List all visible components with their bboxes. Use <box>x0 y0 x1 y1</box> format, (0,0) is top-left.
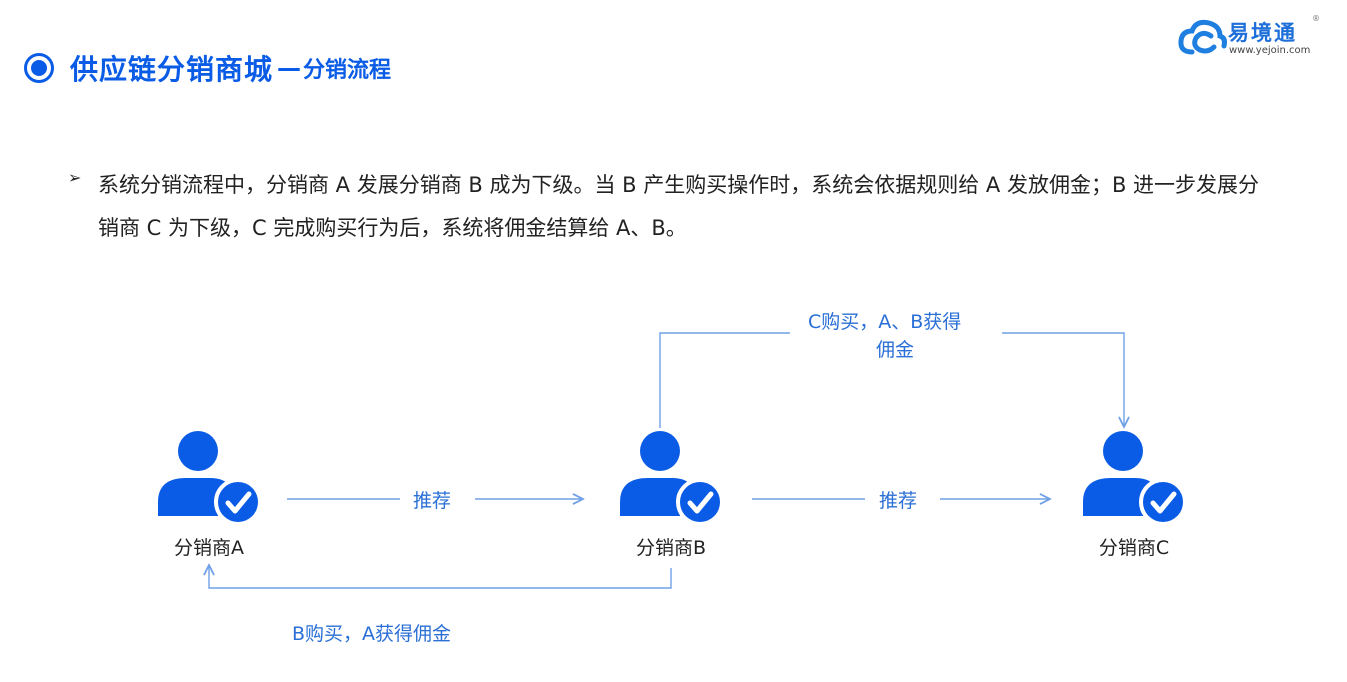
node-label-c: 分销商C <box>1098 537 1170 559</box>
page-title: 供应链分销商城 — 分销流程 <box>24 48 391 88</box>
user-check-icon <box>158 431 262 526</box>
cloud-logo-icon <box>1178 19 1227 55</box>
title-bullet-icon <box>24 53 54 83</box>
intro-paragraph: 系统分销流程中，分销商 A 发展分销商 B 成为下级。当 B 产生购买操作时，系… <box>98 173 1260 240</box>
edge-label-c-commission-line1: C购买，A、B获得 <box>808 311 962 333</box>
title-subtitle: 分销流程 <box>303 58 392 83</box>
edge-label-recommend-a-b: 推荐 <box>413 490 452 512</box>
title-separator: — <box>277 54 302 82</box>
logo-registered-mark: ® <box>1312 14 1320 23</box>
title-main: 供应链分销商城 <box>70 53 274 86</box>
bullet-arrow-icon: ➢ <box>68 168 82 187</box>
edge-b-c-commission-left <box>659 332 790 428</box>
node-label-b: 分销商B <box>635 537 707 559</box>
edge-b-c-commission-right <box>1002 332 1124 427</box>
logo-url: www.yejoin.com <box>1229 45 1311 56</box>
edge-b-a-commission <box>209 565 672 589</box>
user-check-icon <box>620 431 724 526</box>
edge-label-c-commission-line2: 佣金 <box>876 339 915 361</box>
edge-label-b-commission: B购买，A获得佣金 <box>292 623 452 645</box>
logo-name: 易境通 <box>1228 21 1297 45</box>
edge-label-recommend-b-c: 推荐 <box>879 490 918 512</box>
user-check-icon <box>1083 431 1187 526</box>
node-label-a: 分销商A <box>174 537 244 559</box>
